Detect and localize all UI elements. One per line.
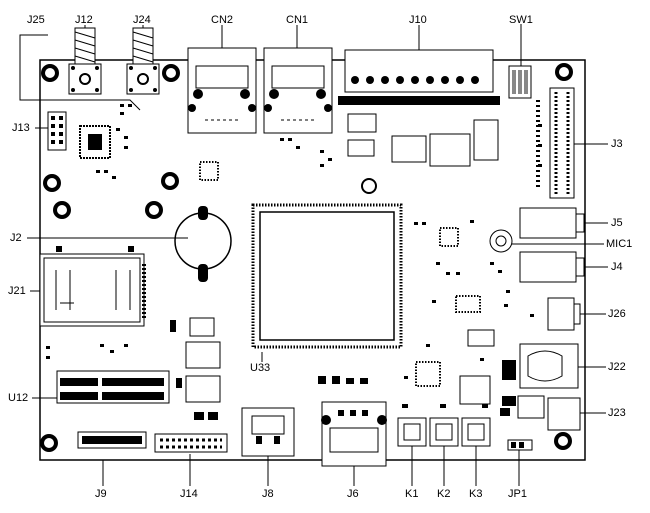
sd-slot-j21 [39, 253, 146, 327]
ic-module-top-left [79, 125, 111, 159]
coin-battery-j2 [174, 206, 232, 282]
mounting-holes [40, 63, 573, 452]
label-jp1: JP1 [508, 488, 527, 500]
audio-jack-j4 [519, 251, 585, 283]
connector-j22 [519, 343, 579, 389]
label-j25: J25 [27, 14, 45, 26]
label-j26: J26 [608, 308, 626, 320]
sma-connector-j24 [126, 27, 160, 95]
label-k1: K1 [405, 488, 419, 500]
label-j3: J3 [611, 138, 623, 150]
label-j12: J12 [75, 14, 93, 26]
rj45-jack-cn1 [263, 47, 333, 134]
label-j9: J9 [95, 488, 107, 500]
label-j2: J2 [10, 232, 22, 244]
label-j10: J10 [409, 14, 427, 26]
misc-components [46, 104, 542, 420]
buttons-k1-k3 [397, 417, 491, 447]
pin-header-j14 [154, 433, 228, 453]
label-j14: J14 [180, 488, 198, 500]
rj45-jack-cn2 [187, 47, 257, 134]
label-k2: K2 [437, 488, 451, 500]
label-u12: U12 [8, 392, 29, 404]
label-j21: J21 [8, 285, 26, 297]
label-j13: J13 [12, 122, 30, 134]
label-cn1: CN1 [286, 14, 309, 26]
j25-lead [20, 99, 141, 111]
connector-j26 [547, 297, 581, 331]
mcu-chip-u33 [251, 203, 403, 349]
header-j10 [338, 49, 500, 105]
label-j4: J4 [611, 261, 623, 273]
label-j5: J5 [611, 217, 623, 229]
label-j23: J23 [608, 407, 626, 419]
audio-jack-j5 [519, 207, 585, 239]
label-j6: J6 [347, 488, 359, 500]
label-k3: K3 [469, 488, 483, 500]
board-connector-u12 [56, 370, 170, 404]
label-j24: J24 [133, 14, 151, 26]
label-j8: J8 [262, 488, 274, 500]
connector-j9 [77, 431, 147, 449]
label-sw1: SW1 [509, 14, 533, 26]
label-cn2: CN2 [211, 14, 234, 26]
microphone-mic1 [489, 229, 513, 253]
jumper-jp1 [507, 439, 533, 451]
dip-switch-sw1 [508, 65, 532, 99]
leader-lines [27, 24, 608, 486]
pin-header-j13 [47, 111, 67, 151]
usb-connector-j8 [241, 407, 295, 457]
connector-j23 [517, 395, 581, 431]
label-j22: J22 [608, 361, 626, 373]
label-u33: U33 [250, 362, 271, 374]
label-mic1: MIC1 [606, 238, 633, 250]
